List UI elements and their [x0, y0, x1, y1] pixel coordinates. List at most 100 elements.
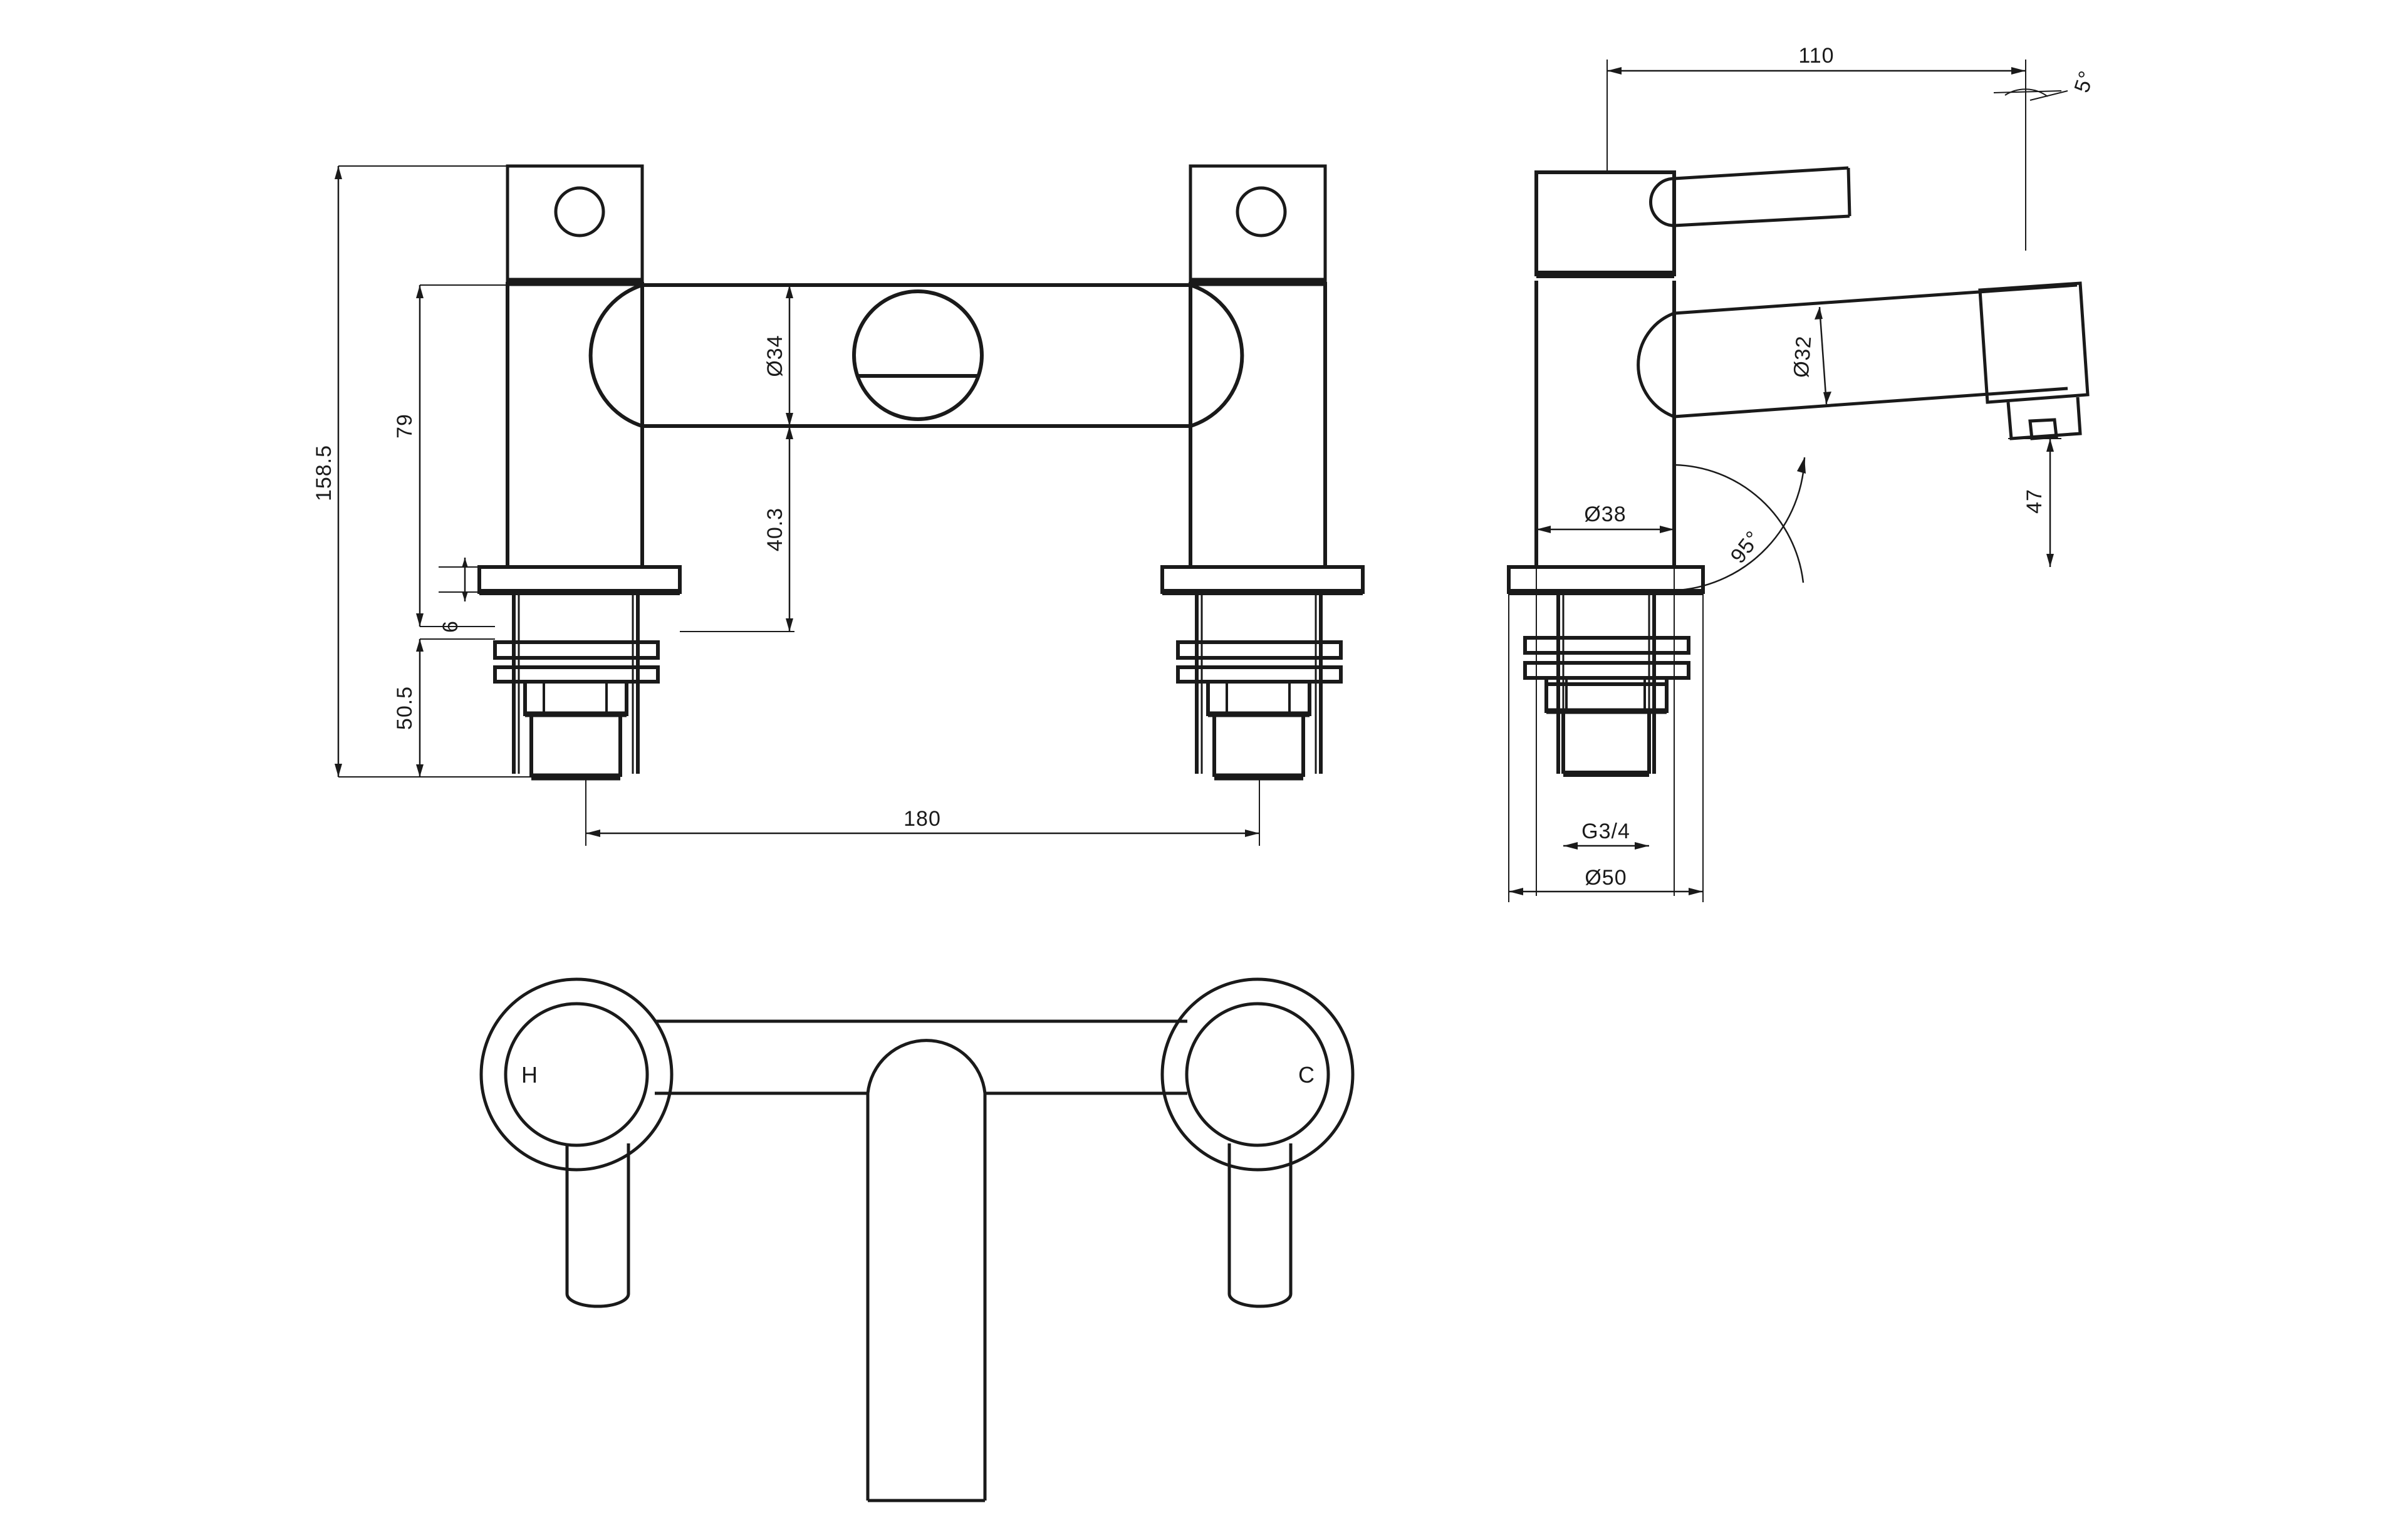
- dim-403-arrow-bottom: [786, 618, 793, 632]
- right-hex-nut-facets: [1226, 682, 1291, 714]
- plan-spout-sides: [866, 1093, 987, 1501]
- left-lever-circle: [554, 186, 605, 237]
- left-lower-tail: [529, 714, 622, 777]
- dim-47-arrow-bottom: [2046, 554, 2054, 567]
- right-handle-assembly: [1160, 164, 1365, 781]
- cold-rosette-inner: [1185, 1002, 1330, 1147]
- dim-outlet-diameter: Ø32: [1789, 306, 1831, 405]
- dim-spout-centre-height-label: 40.3: [763, 507, 787, 551]
- dim-79-arrow-top: [416, 285, 424, 298]
- dim-505-arrow-top: [416, 639, 424, 652]
- side-lower-tail: [1561, 711, 1651, 774]
- dim-d34-arrow-top: [786, 285, 793, 298]
- dim-outlet-diameter-label: Ø32: [1789, 335, 1816, 378]
- hot-rosette-inner: [504, 1002, 649, 1147]
- spout-root-radius: [1637, 311, 1675, 419]
- left-hex-nut-facets: [543, 682, 608, 714]
- side-elevation-view: [1507, 166, 2090, 896]
- right-lower-tail: [1212, 714, 1305, 777]
- dim-tail-length: 50.5: [393, 638, 531, 778]
- dim-body-height: 79: [393, 284, 508, 627]
- side-washer-upper: [1523, 636, 1690, 655]
- cold-handle-label: C: [1298, 1062, 1315, 1088]
- dim-thread-size: G3/4: [1563, 819, 1649, 850]
- dim-5deg-ref-line: [1993, 90, 2062, 93]
- cold-lever-stem: [1227, 1143, 1293, 1294]
- left-washer-lower: [493, 665, 660, 684]
- lever-arm-top: [1674, 166, 1849, 180]
- dim-spout-diameter-label: Ø34: [763, 335, 787, 377]
- dim-body-diameter-label: Ø38: [1584, 502, 1626, 526]
- outlet-aerator-face: [2028, 418, 2058, 440]
- dim-79-arrow-bottom: [416, 613, 424, 627]
- hot-lever-tip: [565, 1293, 630, 1308]
- dim-body-diameter: Ø38: [1536, 502, 1674, 533]
- spout-outlet-circle: [852, 289, 984, 421]
- dim-d34-arrow-bottom: [786, 413, 793, 426]
- dim-110-arrow-left: [1607, 67, 1622, 75]
- plan-cold-handle: C: [1160, 977, 1355, 1308]
- dim-d50-arrow-left: [1509, 888, 1523, 895]
- dim-180-arrow-left: [586, 830, 600, 837]
- side-washer-lower: [1523, 661, 1690, 680]
- right-washer-lower: [1176, 665, 1343, 684]
- dim-95deg-arc: [1674, 464, 1804, 583]
- dim-6-arrow-b: [462, 591, 468, 601]
- left-washer-upper: [493, 640, 660, 660]
- dim-spout-centre-height: 40.3: [680, 426, 794, 632]
- right-washer-upper: [1176, 640, 1343, 660]
- dim-d32-arrow-bottom: [1823, 392, 1831, 404]
- dim-95deg-arrow: [1797, 457, 1806, 474]
- dim-overall-height-label: 158.5: [312, 445, 336, 501]
- hot-handle-label: H: [521, 1062, 538, 1088]
- front-elevation-view: [477, 164, 1365, 781]
- side-body-column: [1534, 281, 1676, 567]
- left-handle-assembly: [477, 164, 682, 781]
- cold-rosette-outer: [1160, 977, 1355, 1172]
- front-view-dimensions: 158.5 79 Ø34 40.3: [312, 165, 1260, 846]
- plan-body-bar: [655, 1019, 1187, 1095]
- dim-outlet-height-label: 47: [2023, 489, 2046, 514]
- dim-180-arrow-right: [1245, 830, 1259, 837]
- lever-arm-bottom: [1674, 214, 1850, 227]
- dim-outlet-height: 47: [2008, 438, 2061, 567]
- right-lever-circle: [1236, 186, 1287, 237]
- plan-spout-nose: [866, 1039, 987, 1094]
- dim-6-arrow-a: [462, 558, 468, 568]
- dim-flange-thickness-label: 6: [439, 620, 462, 633]
- dim-spout-projection-label: 110: [1798, 44, 1834, 68]
- dim-158-arrow-bottom: [335, 764, 342, 777]
- dim-47-arrow-top: [2046, 439, 2054, 452]
- spout-left-cap: [588, 283, 643, 428]
- dim-95deg-arc2: [1679, 457, 1806, 591]
- side-base-ext-lines: [1536, 567, 1675, 896]
- dim-centres: 180: [585, 780, 1260, 846]
- dim-d32-arrow-top: [1815, 307, 1823, 320]
- dim-centres-label: 180: [904, 807, 941, 831]
- side-hex-nut-facets: [1565, 678, 1646, 711]
- side-view-dimensions: 110 5° Ø32 Ø38 95°: [1508, 44, 2099, 902]
- dim-158-arrow-top: [335, 166, 342, 179]
- spout-right-cap: [1190, 283, 1244, 428]
- dim-base-diameter-label: Ø50: [1585, 866, 1627, 890]
- plan-view: H C: [479, 977, 1355, 1502]
- outlet-head-block: [1978, 281, 2090, 404]
- hot-rosette-outer: [479, 977, 674, 1172]
- dim-flange-thickness: 6: [439, 558, 479, 633]
- dim-thread-size-label: G3/4: [1581, 819, 1630, 843]
- dim-tail-length-label: 50.5: [393, 686, 417, 730]
- dim-403-arrow-top: [786, 426, 793, 439]
- dim-g34-arrow-left: [1563, 842, 1578, 850]
- dim-base-diameter: Ø50: [1508, 567, 1704, 902]
- spout-upper-edge: [1674, 283, 2078, 315]
- dim-505-arrow-bottom: [416, 764, 424, 777]
- spout-lower-edge: [1674, 387, 2068, 419]
- dim-d32-line: [1818, 306, 1828, 405]
- side-lever-arm: [1649, 166, 1851, 227]
- dim-d38-arrow-left: [1536, 526, 1551, 533]
- dim-body-height-label: 79: [393, 414, 417, 439]
- plan-spout: [866, 1039, 987, 1502]
